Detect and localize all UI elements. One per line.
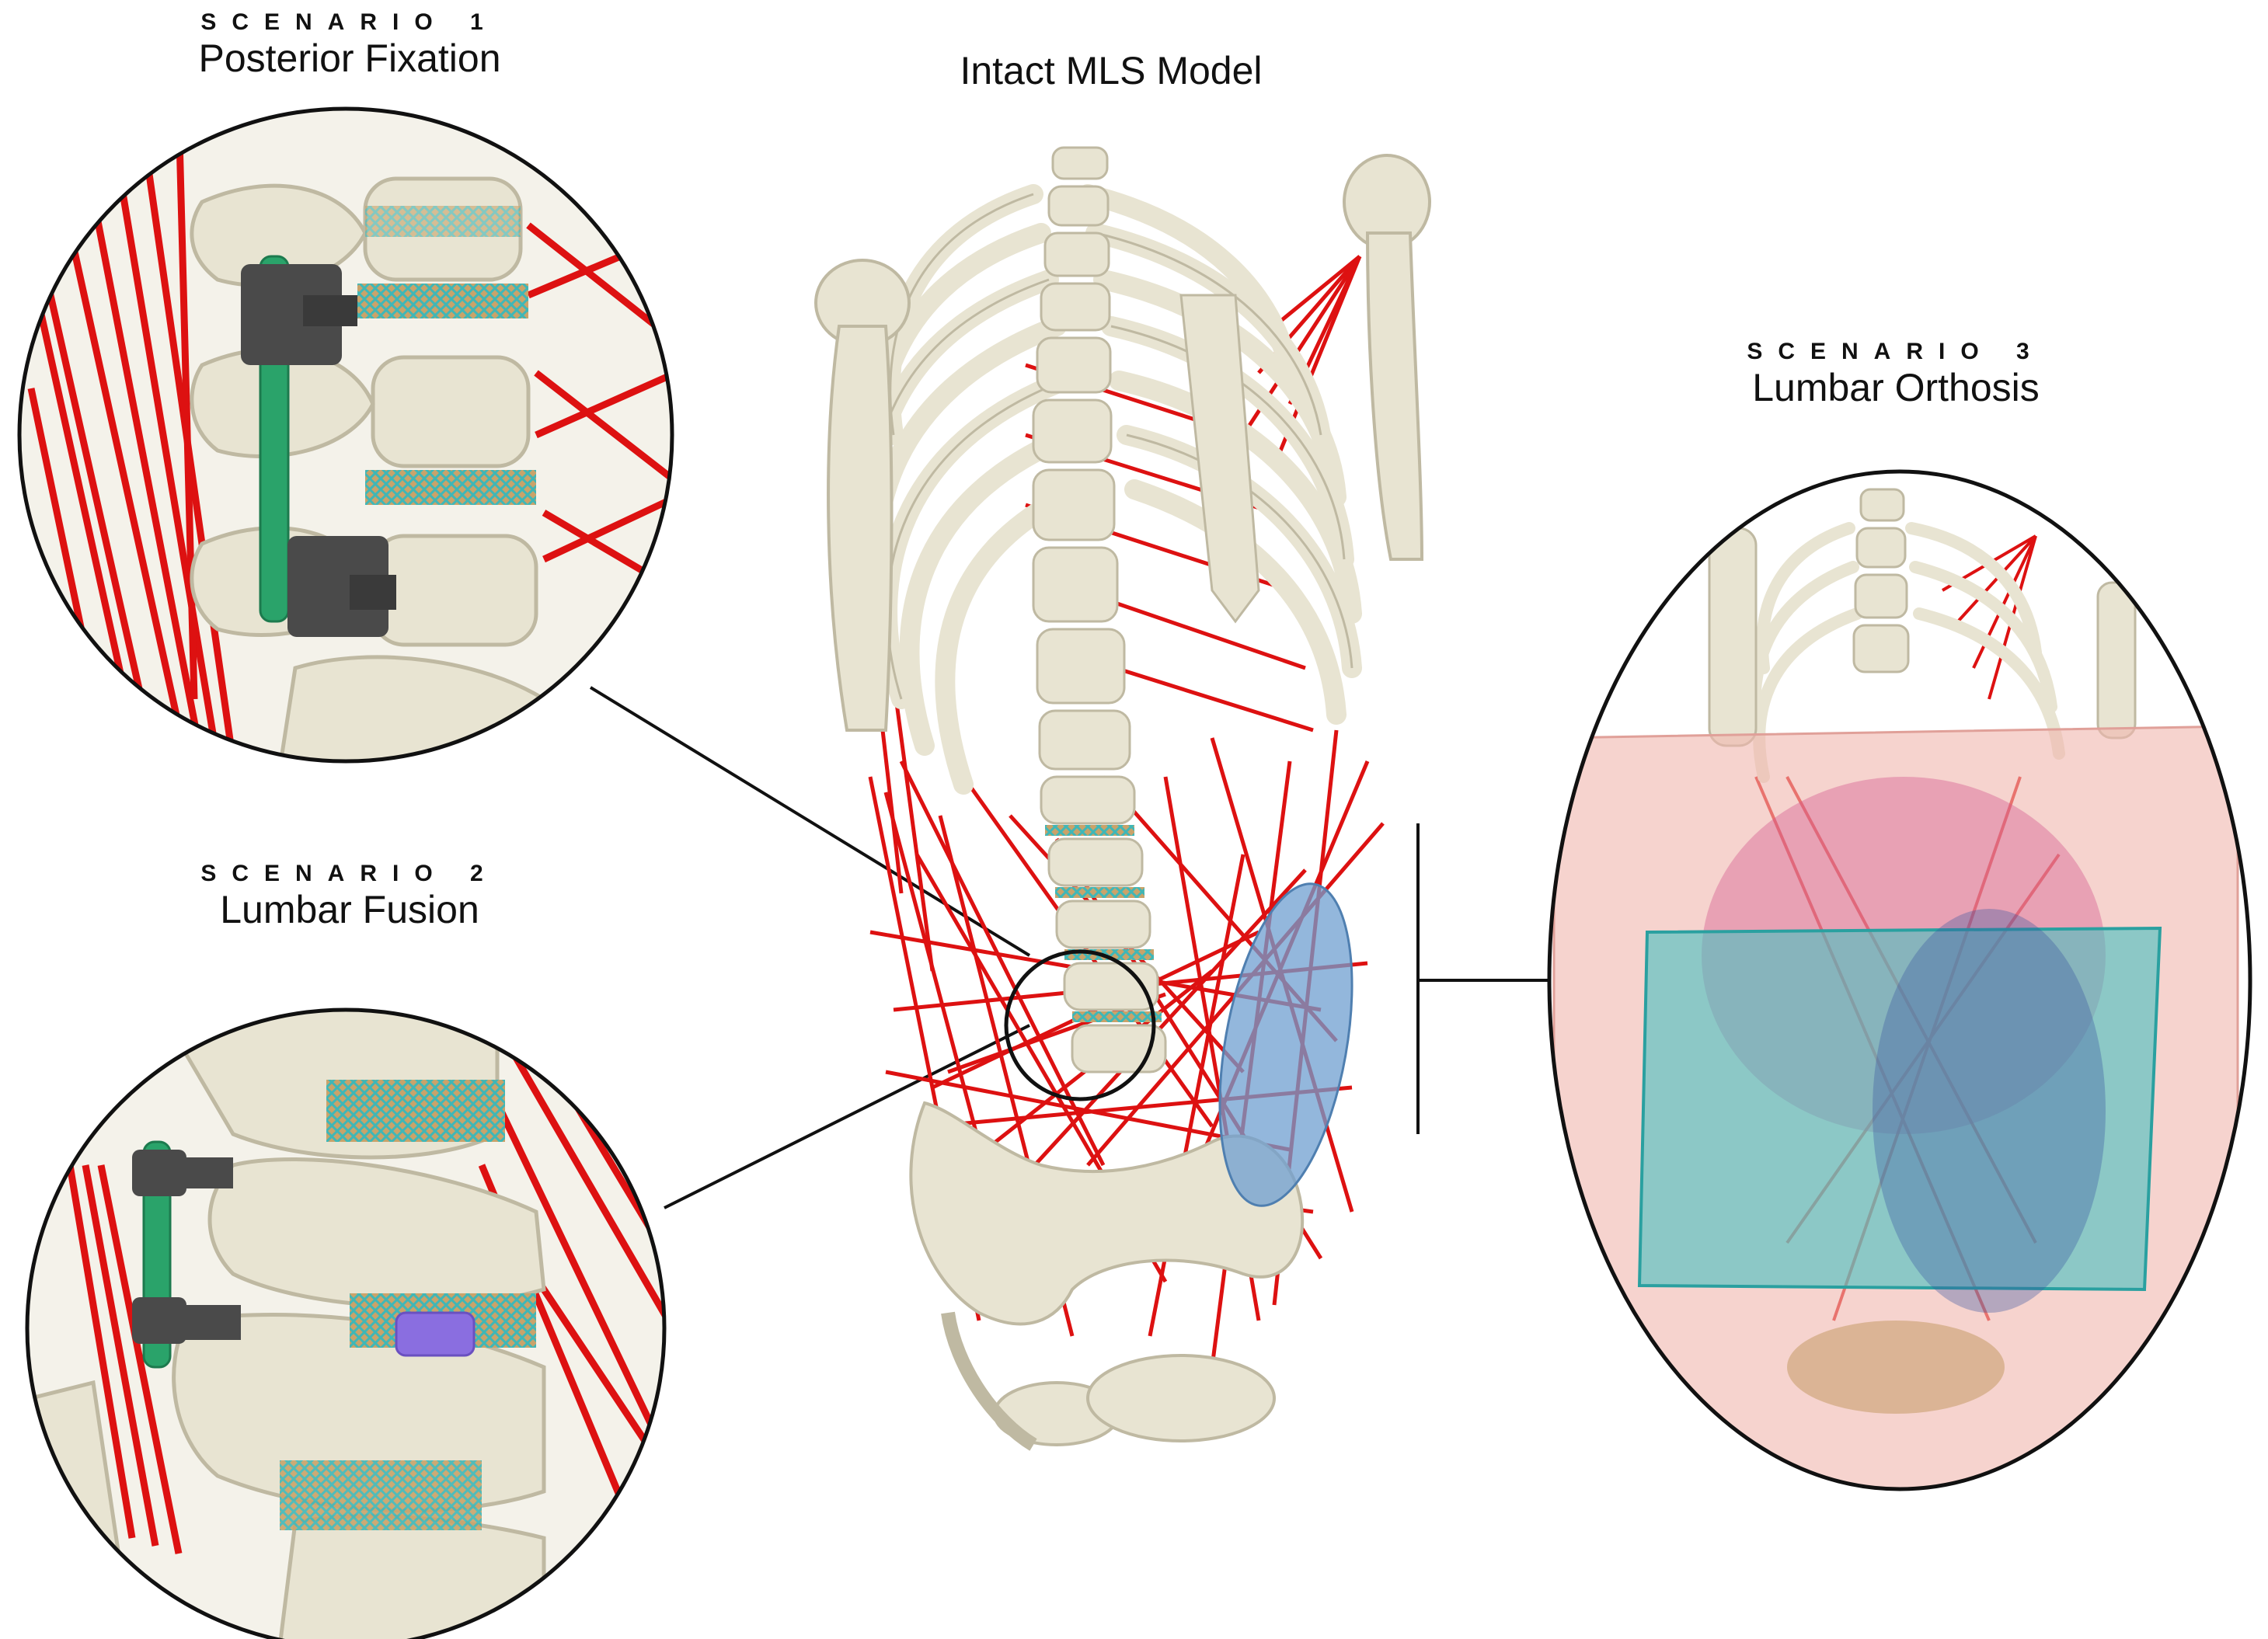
scenario-2-view	[27, 1010, 664, 1639]
pelvis	[909, 1101, 1305, 1451]
scenario-3-title: Lumbar Orthosis	[1752, 366, 2040, 409]
scenario-1-kicker: SCENARIO 1	[200, 9, 499, 35]
scenario-1-title: Posterior Fixation	[198, 37, 501, 80]
intact-mls-model	[814, 146, 1431, 1451]
scenario-3-label: SCENARIO 3 Lumbar Orthosis	[1663, 339, 2129, 410]
zoom-target-circle	[1004, 949, 1156, 1101]
scenario-1-label: SCENARIO 1 Posterior Fixation	[117, 9, 583, 81]
thoracic-spine	[1032, 146, 1260, 771]
scenario-1-view	[19, 109, 672, 761]
abdomen-pad	[1218, 882, 1353, 1207]
fixation-rod-icon	[241, 255, 396, 637]
humeri	[814, 154, 1431, 732]
intact-model-title: Intact MLS Model	[960, 49, 1263, 92]
scenario-3-kicker: SCENARIO 3	[1747, 339, 2045, 364]
center-title: Intact MLS Model	[862, 48, 1360, 93]
fusion-screw-icon	[132, 1140, 241, 1369]
scenario-2-frame	[25, 1007, 667, 1639]
lumbar-spine	[1040, 775, 1167, 1074]
scenario-3-frame	[1547, 469, 2252, 1491]
scenario-1-frame	[17, 106, 674, 764]
scenario-2-kicker: SCENARIO 2	[200, 861, 499, 886]
scenario-2-title: Lumbar Fusion	[220, 888, 479, 931]
zoom-connectors	[589, 686, 1550, 1209]
scenario-3-view	[1549, 472, 2250, 1489]
orthosis-band	[1637, 926, 2162, 1292]
scenario-2-label: SCENARIO 2 Lumbar Fusion	[117, 861, 583, 932]
